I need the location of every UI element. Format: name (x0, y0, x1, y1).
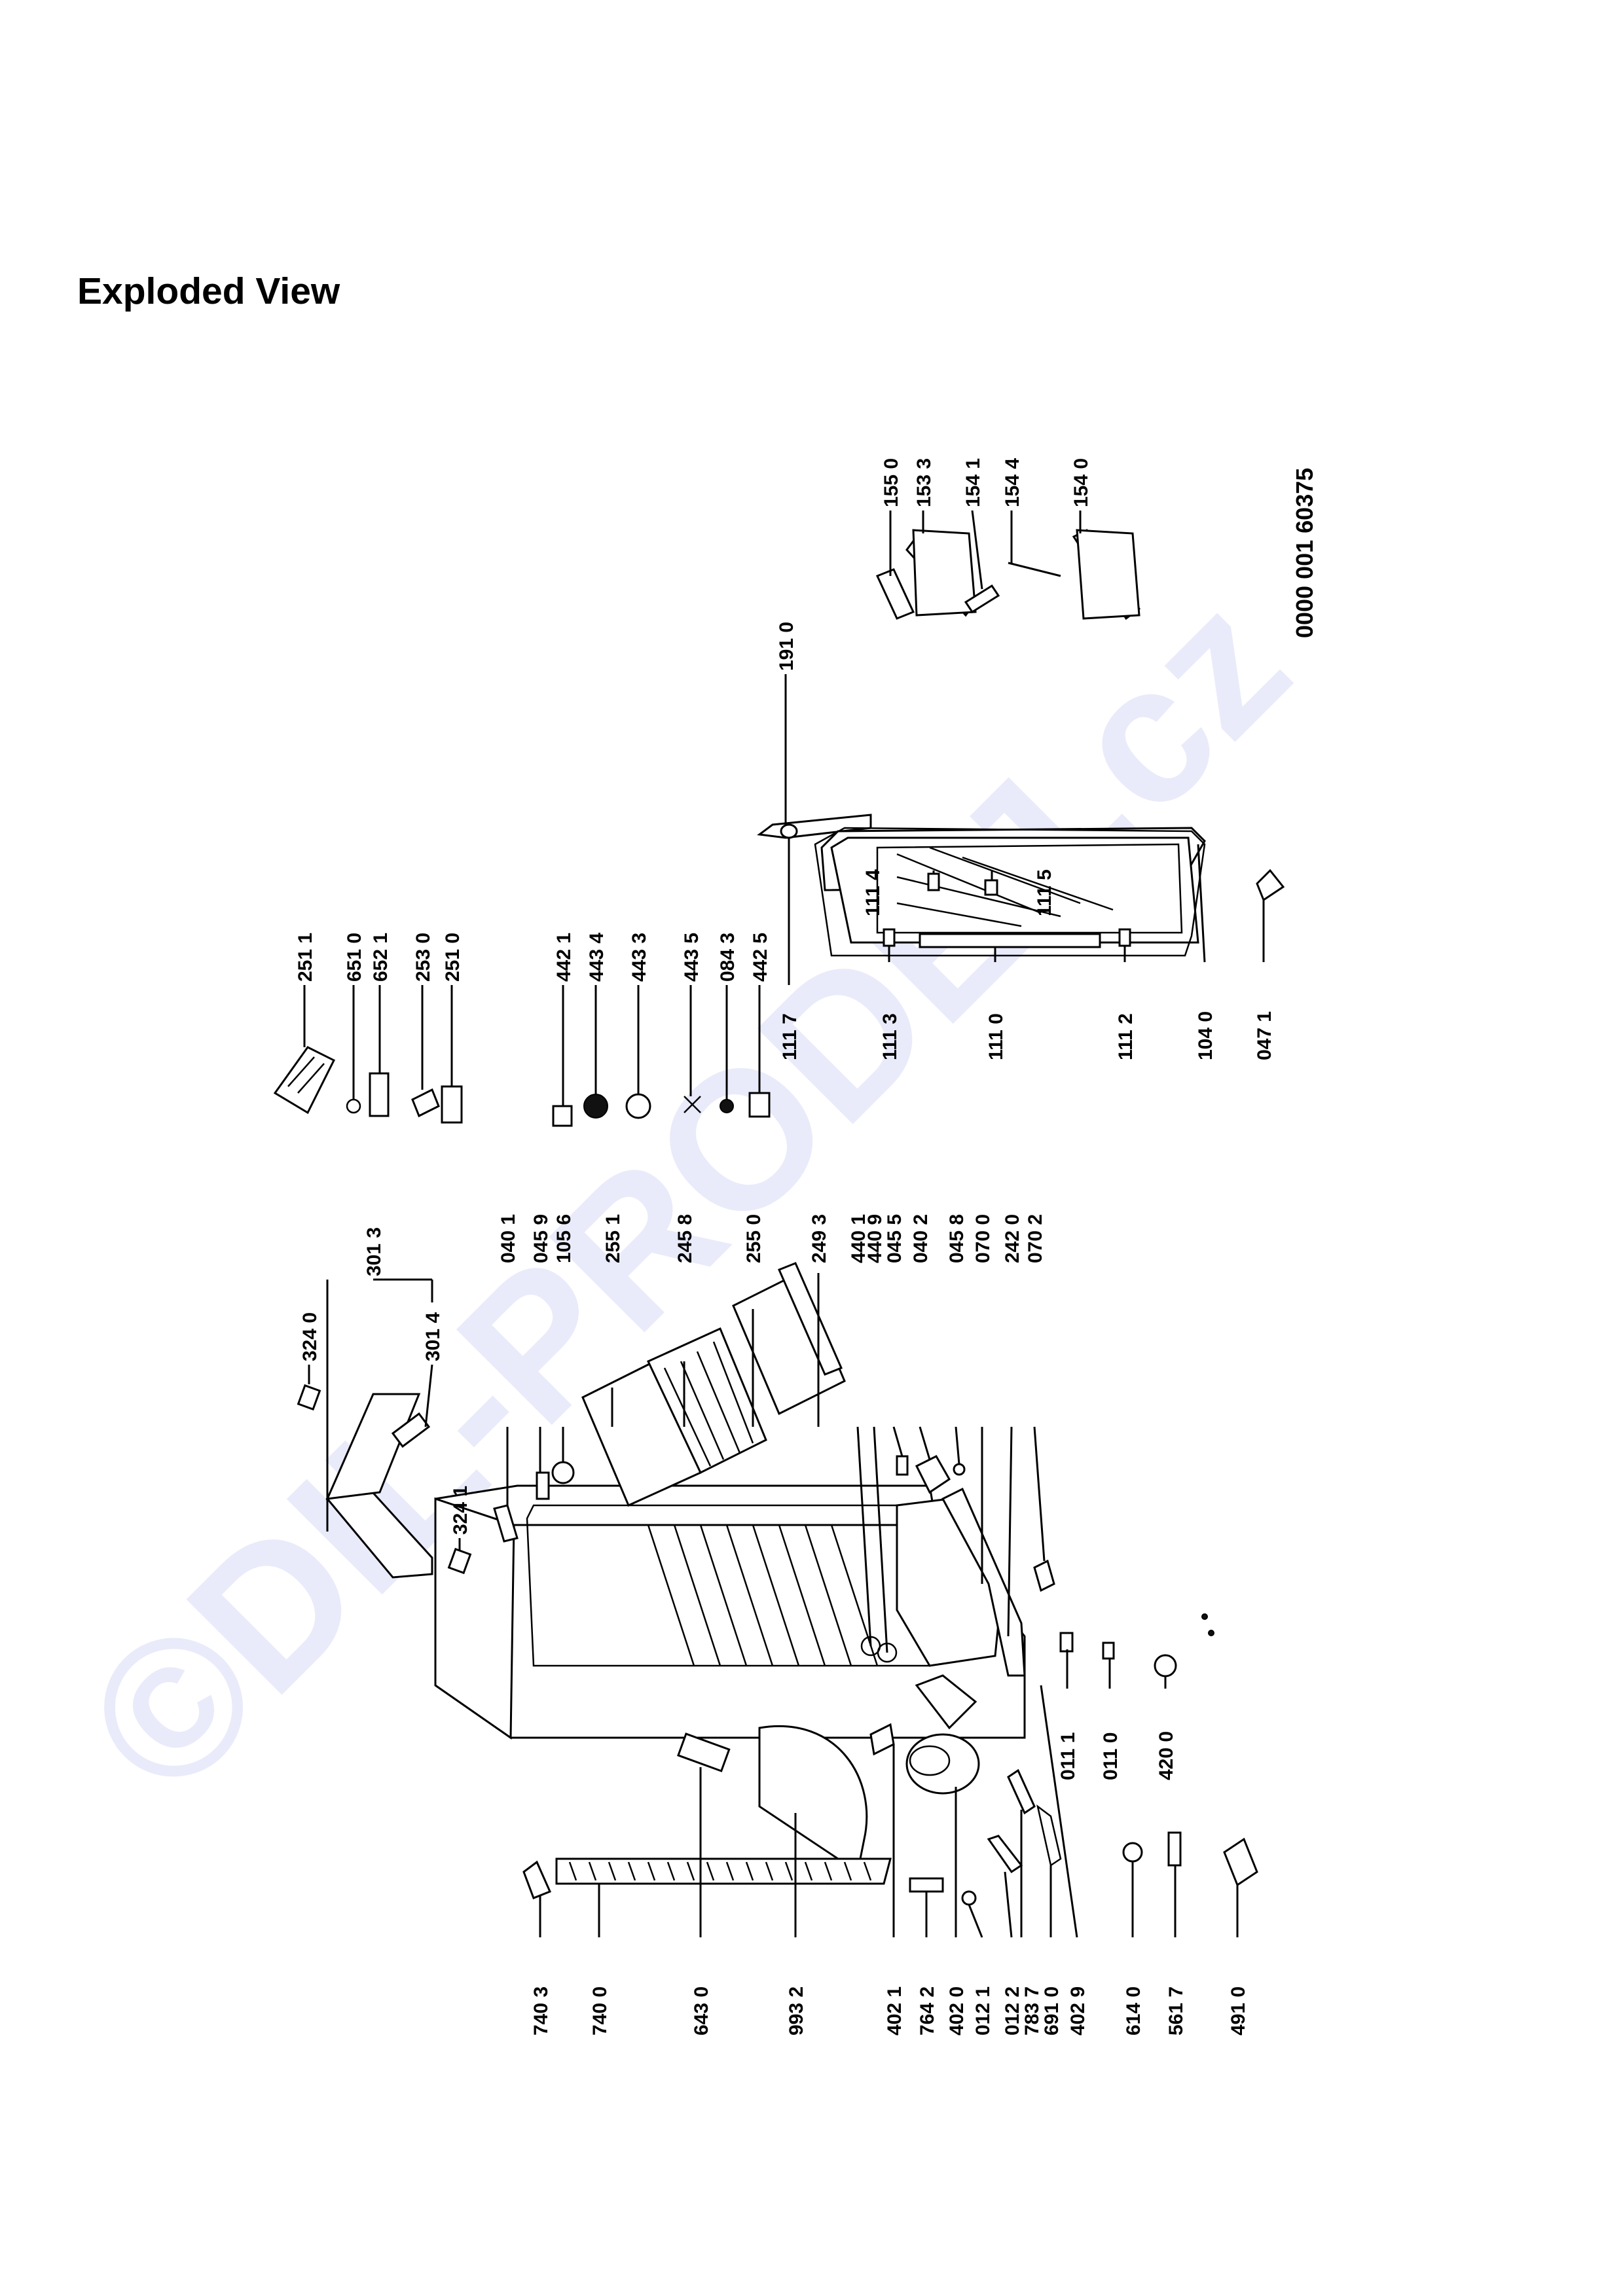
label-1117: 111 7 (779, 1013, 801, 1060)
label-1112: 111 2 (1115, 1013, 1137, 1060)
label-4434: 443 4 (586, 933, 608, 982)
label-0402: 040 2 (910, 1214, 932, 1263)
label-7400: 740 0 (589, 1986, 611, 2036)
label-1540: 154 0 (1070, 458, 1092, 507)
label-4029: 402 9 (1067, 1986, 1089, 2036)
label-1533: 153 3 (913, 458, 935, 507)
leader-lines (303, 510, 1265, 1938)
label-0455: 045 5 (884, 1214, 905, 1263)
label-2530: 253 0 (412, 933, 434, 982)
label-6521: 652 1 (370, 933, 392, 982)
label-0110: 011 0 (1100, 1732, 1122, 1780)
label-4401: 440 1 (848, 1214, 869, 1263)
label-7837: 783 7 (1021, 1986, 1043, 2036)
label-2493: 249 3 (809, 1214, 830, 1263)
label-1541: 154 1 (962, 458, 984, 507)
label-1550: 155 0 (881, 458, 902, 507)
label-0843: 084 3 (717, 933, 739, 982)
label-1040: 104 0 (1195, 1011, 1216, 1060)
part-labels: 740 3 740 0 643 0 993 2 402 1 764 2 402 … (295, 458, 1318, 2036)
label-6910: 691 0 (1041, 1986, 1063, 2036)
lamp-cover-parts (273, 1046, 463, 1124)
label-0459: 045 9 (530, 1214, 552, 1263)
label-9932: 993 2 (786, 1986, 807, 2036)
label-2511a: 251 1 (295, 933, 316, 982)
document-number: 0000 001 60375 (1291, 468, 1318, 638)
label-4433: 443 3 (629, 933, 650, 982)
label-3241: 324 1 (450, 1486, 471, 1535)
label-4200: 420 0 (1156, 1731, 1177, 1780)
label-1114: 111 4 (862, 869, 884, 916)
label-1113: 111 3 (879, 1013, 901, 1060)
label-2420: 242 0 (1002, 1214, 1023, 1263)
label-4425: 442 5 (750, 933, 771, 982)
label-0700: 070 0 (972, 1214, 994, 1263)
label-1056: 105 6 (553, 1214, 575, 1263)
label-3014: 301 4 (422, 1312, 444, 1361)
top-cover-parts (297, 1384, 472, 1579)
label-4020: 402 0 (946, 1986, 968, 2036)
page-title: Exploded View (77, 270, 340, 312)
label-2510: 251 0 (442, 933, 464, 982)
glass-shelves (581, 1262, 846, 1507)
label-4021: 402 1 (884, 1986, 905, 2036)
label-4435: 443 5 (681, 933, 702, 982)
label-4910: 491 0 (1228, 1986, 1249, 2036)
label-0471: 047 1 (1254, 1011, 1275, 1060)
refrigerator-cabinet (434, 1484, 1026, 1899)
label-6140: 614 0 (1123, 1986, 1144, 2036)
label-0401a: 040 1 (498, 1214, 519, 1263)
label-5617: 561 7 (1165, 1986, 1187, 2036)
label-1110: 111 0 (985, 1013, 1007, 1060)
label-0111: 011 1 (1057, 1732, 1079, 1780)
label-6510: 651 0 (344, 933, 365, 982)
label-3240: 324 0 (299, 1312, 321, 1361)
label-3013: 301 3 (363, 1227, 385, 1276)
top-hinge-parts (493, 1461, 575, 1543)
label-4421: 442 1 (553, 933, 575, 982)
label-1115: 111 5 (1034, 869, 1055, 916)
label-1544: 154 4 (1002, 458, 1023, 507)
label-4409: 440 9 (864, 1214, 886, 1263)
fan-assembly-parts (552, 1092, 771, 1127)
label-1910: 191 0 (776, 622, 797, 671)
label-2550: 255 0 (743, 1214, 765, 1263)
label-6430: 643 0 (691, 1986, 712, 2036)
label-0458: 045 8 (946, 1214, 968, 1263)
label-0121: 012 1 (972, 1986, 994, 2036)
label-2551: 255 1 (602, 1214, 624, 1263)
label-0122: 012 2 (1002, 1986, 1023, 2036)
label-2458: 245 8 (674, 1214, 696, 1263)
label-7642: 764 2 (917, 1986, 938, 2036)
compressor-parts (869, 1559, 1258, 1906)
label-0702: 070 2 (1025, 1214, 1046, 1263)
label-7403: 740 3 (530, 1986, 552, 2036)
